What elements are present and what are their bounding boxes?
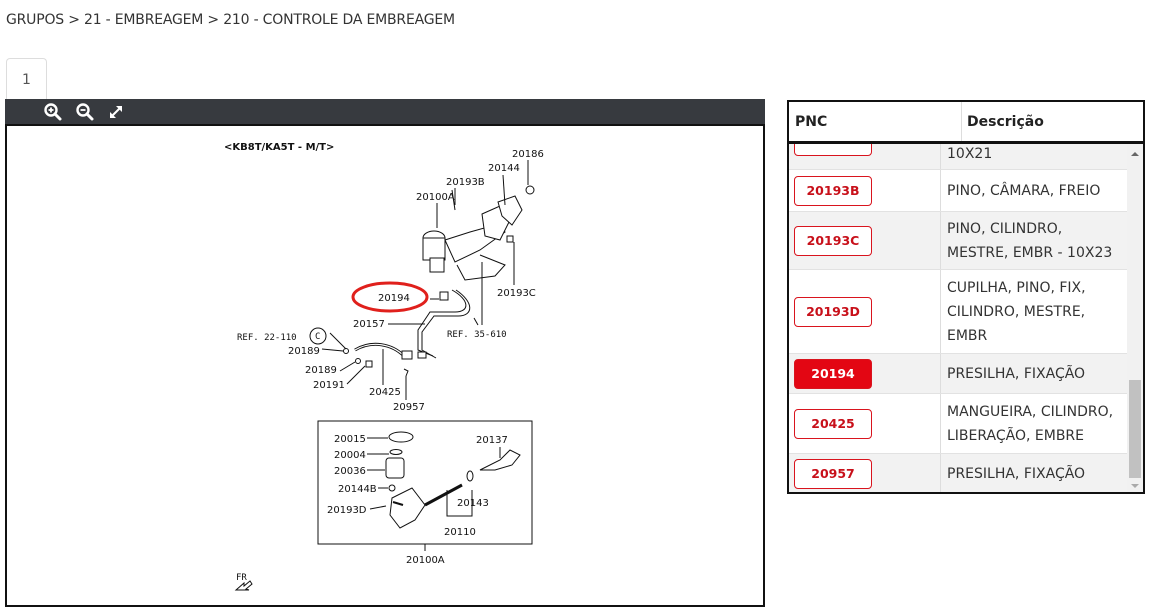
- table-header: PNC Descrição: [789, 102, 1143, 144]
- ref-22-110: REF. 22-110: [237, 333, 297, 343]
- callout-20015[interactable]: 20015: [334, 434, 366, 445]
- part-description: PINO, CILINDRO, MESTRE, EMBR - 10X23: [947, 220, 1113, 261]
- callout-20144[interactable]: 20144: [488, 163, 520, 174]
- column-header-pnc[interactable]: PNC: [789, 102, 962, 141]
- part-description: PRESILHA, FIXAÇÃO: [947, 465, 1086, 482]
- part-description: PRESILHA, FIXAÇÃO: [947, 365, 1086, 382]
- parts-diagram: <KB8T/KA5T - M/T> 20186 20144 20193B 201…: [224, 142, 544, 591]
- callout-20143[interactable]: 20143: [457, 498, 489, 509]
- callout-20193B[interactable]: 20193B: [446, 177, 485, 188]
- column-header-description[interactable]: Descrição: [967, 113, 1044, 130]
- table-scrollbar[interactable]: [1127, 144, 1143, 492]
- callout-20004[interactable]: 20004: [334, 450, 366, 461]
- parts-table: PNC Descrição 10X21 20193B PINO, CÂMARA,…: [787, 100, 1145, 494]
- zoom-in-icon[interactable]: [43, 102, 63, 122]
- callout-20194[interactable]: 20194: [378, 293, 410, 304]
- callout-20191[interactable]: 20191: [313, 380, 345, 391]
- part-description: MANGUEIRA, CILINDRO, LIBERAÇÃO, EMBRE: [947, 403, 1114, 444]
- callout-20193D[interactable]: 20193D: [327, 505, 367, 516]
- front-direction-label: FR: [236, 573, 247, 583]
- breadcrumb: GRUPOS > 21 - EMBREAGEM > 210 - CONTROLE…: [6, 12, 455, 28]
- ref-35-610: REF. 35-610: [447, 330, 507, 340]
- table-row[interactable]: 20425 MANGUEIRA, CILINDRO, LIBERAÇÃO, EM…: [789, 394, 1127, 454]
- pnc-button[interactable]: 20193D: [794, 296, 872, 327]
- table-row[interactable]: 20193B PINO, CÂMARA, FREIO: [789, 170, 1127, 212]
- callout-20425[interactable]: 20425: [369, 387, 401, 398]
- callout-20189[interactable]: 20189: [305, 365, 337, 376]
- callout-20957[interactable]: 20957: [393, 402, 425, 413]
- callout-20036[interactable]: 20036: [334, 466, 366, 477]
- callout-20189[interactable]: 20189: [288, 346, 320, 357]
- table-row[interactable]: 10X21: [789, 144, 1127, 170]
- scroll-up-arrow-icon[interactable]: [1131, 152, 1139, 156]
- ref-circle-c: C: [315, 332, 320, 342]
- callout-20193C[interactable]: 20193C: [497, 288, 536, 299]
- callout-20186[interactable]: 20186: [512, 149, 544, 160]
- callout-20110[interactable]: 20110: [444, 527, 476, 538]
- parts-diagram-viewer[interactable]: <KB8T/KA5T - M/T> 20186 20144 20193B 201…: [5, 124, 765, 607]
- pnc-button[interactable]: 20425: [794, 408, 872, 439]
- diagram-title: <KB8T/KA5T - M/T>: [224, 142, 334, 153]
- pnc-button[interactable]: 20193B: [794, 175, 872, 206]
- table-row-selected[interactable]: 20194 PRESILHA, FIXAÇÃO: [789, 354, 1127, 394]
- callout-20144B[interactable]: 20144B: [338, 484, 377, 495]
- part-description: 10X21: [947, 146, 993, 162]
- pnc-button[interactable]: 20957: [794, 458, 872, 489]
- viewer-toolbar: [5, 99, 765, 124]
- callout-20157[interactable]: 20157: [353, 319, 385, 330]
- scroll-down-arrow-icon[interactable]: [1131, 484, 1139, 488]
- expand-icon[interactable]: [106, 102, 126, 122]
- zoom-out-icon[interactable]: [75, 102, 95, 122]
- part-description: PINO, CÂMARA, FREIO: [947, 182, 1101, 199]
- pnc-button[interactable]: 20193C: [794, 225, 872, 256]
- tab-page-1[interactable]: 1: [6, 58, 47, 100]
- pnc-button[interactable]: [794, 144, 872, 156]
- table-body: 10X21 20193B PINO, CÂMARA, FREIO 20193C …: [789, 144, 1127, 492]
- callout-20100A-assembly[interactable]: 20100A: [406, 555, 445, 566]
- part-description: CUPILHA, PINO, FIX, CILINDRO, MESTRE, EM…: [947, 279, 1086, 344]
- table-row[interactable]: 20193C PINO, CILINDRO, MESTRE, EMBR - 10…: [789, 212, 1127, 270]
- table-row[interactable]: 20957 PRESILHA, FIXAÇÃO: [789, 454, 1127, 492]
- highlight-ellipse: [351, 281, 429, 313]
- scrollbar-thumb[interactable]: [1129, 380, 1141, 478]
- callout-20100A[interactable]: 20100A: [416, 192, 455, 203]
- table-row[interactable]: 20193D CUPILHA, PINO, FIX, CILINDRO, MES…: [789, 270, 1127, 354]
- callout-20137[interactable]: 20137: [476, 435, 508, 446]
- pnc-button-selected[interactable]: 20194: [794, 358, 872, 389]
